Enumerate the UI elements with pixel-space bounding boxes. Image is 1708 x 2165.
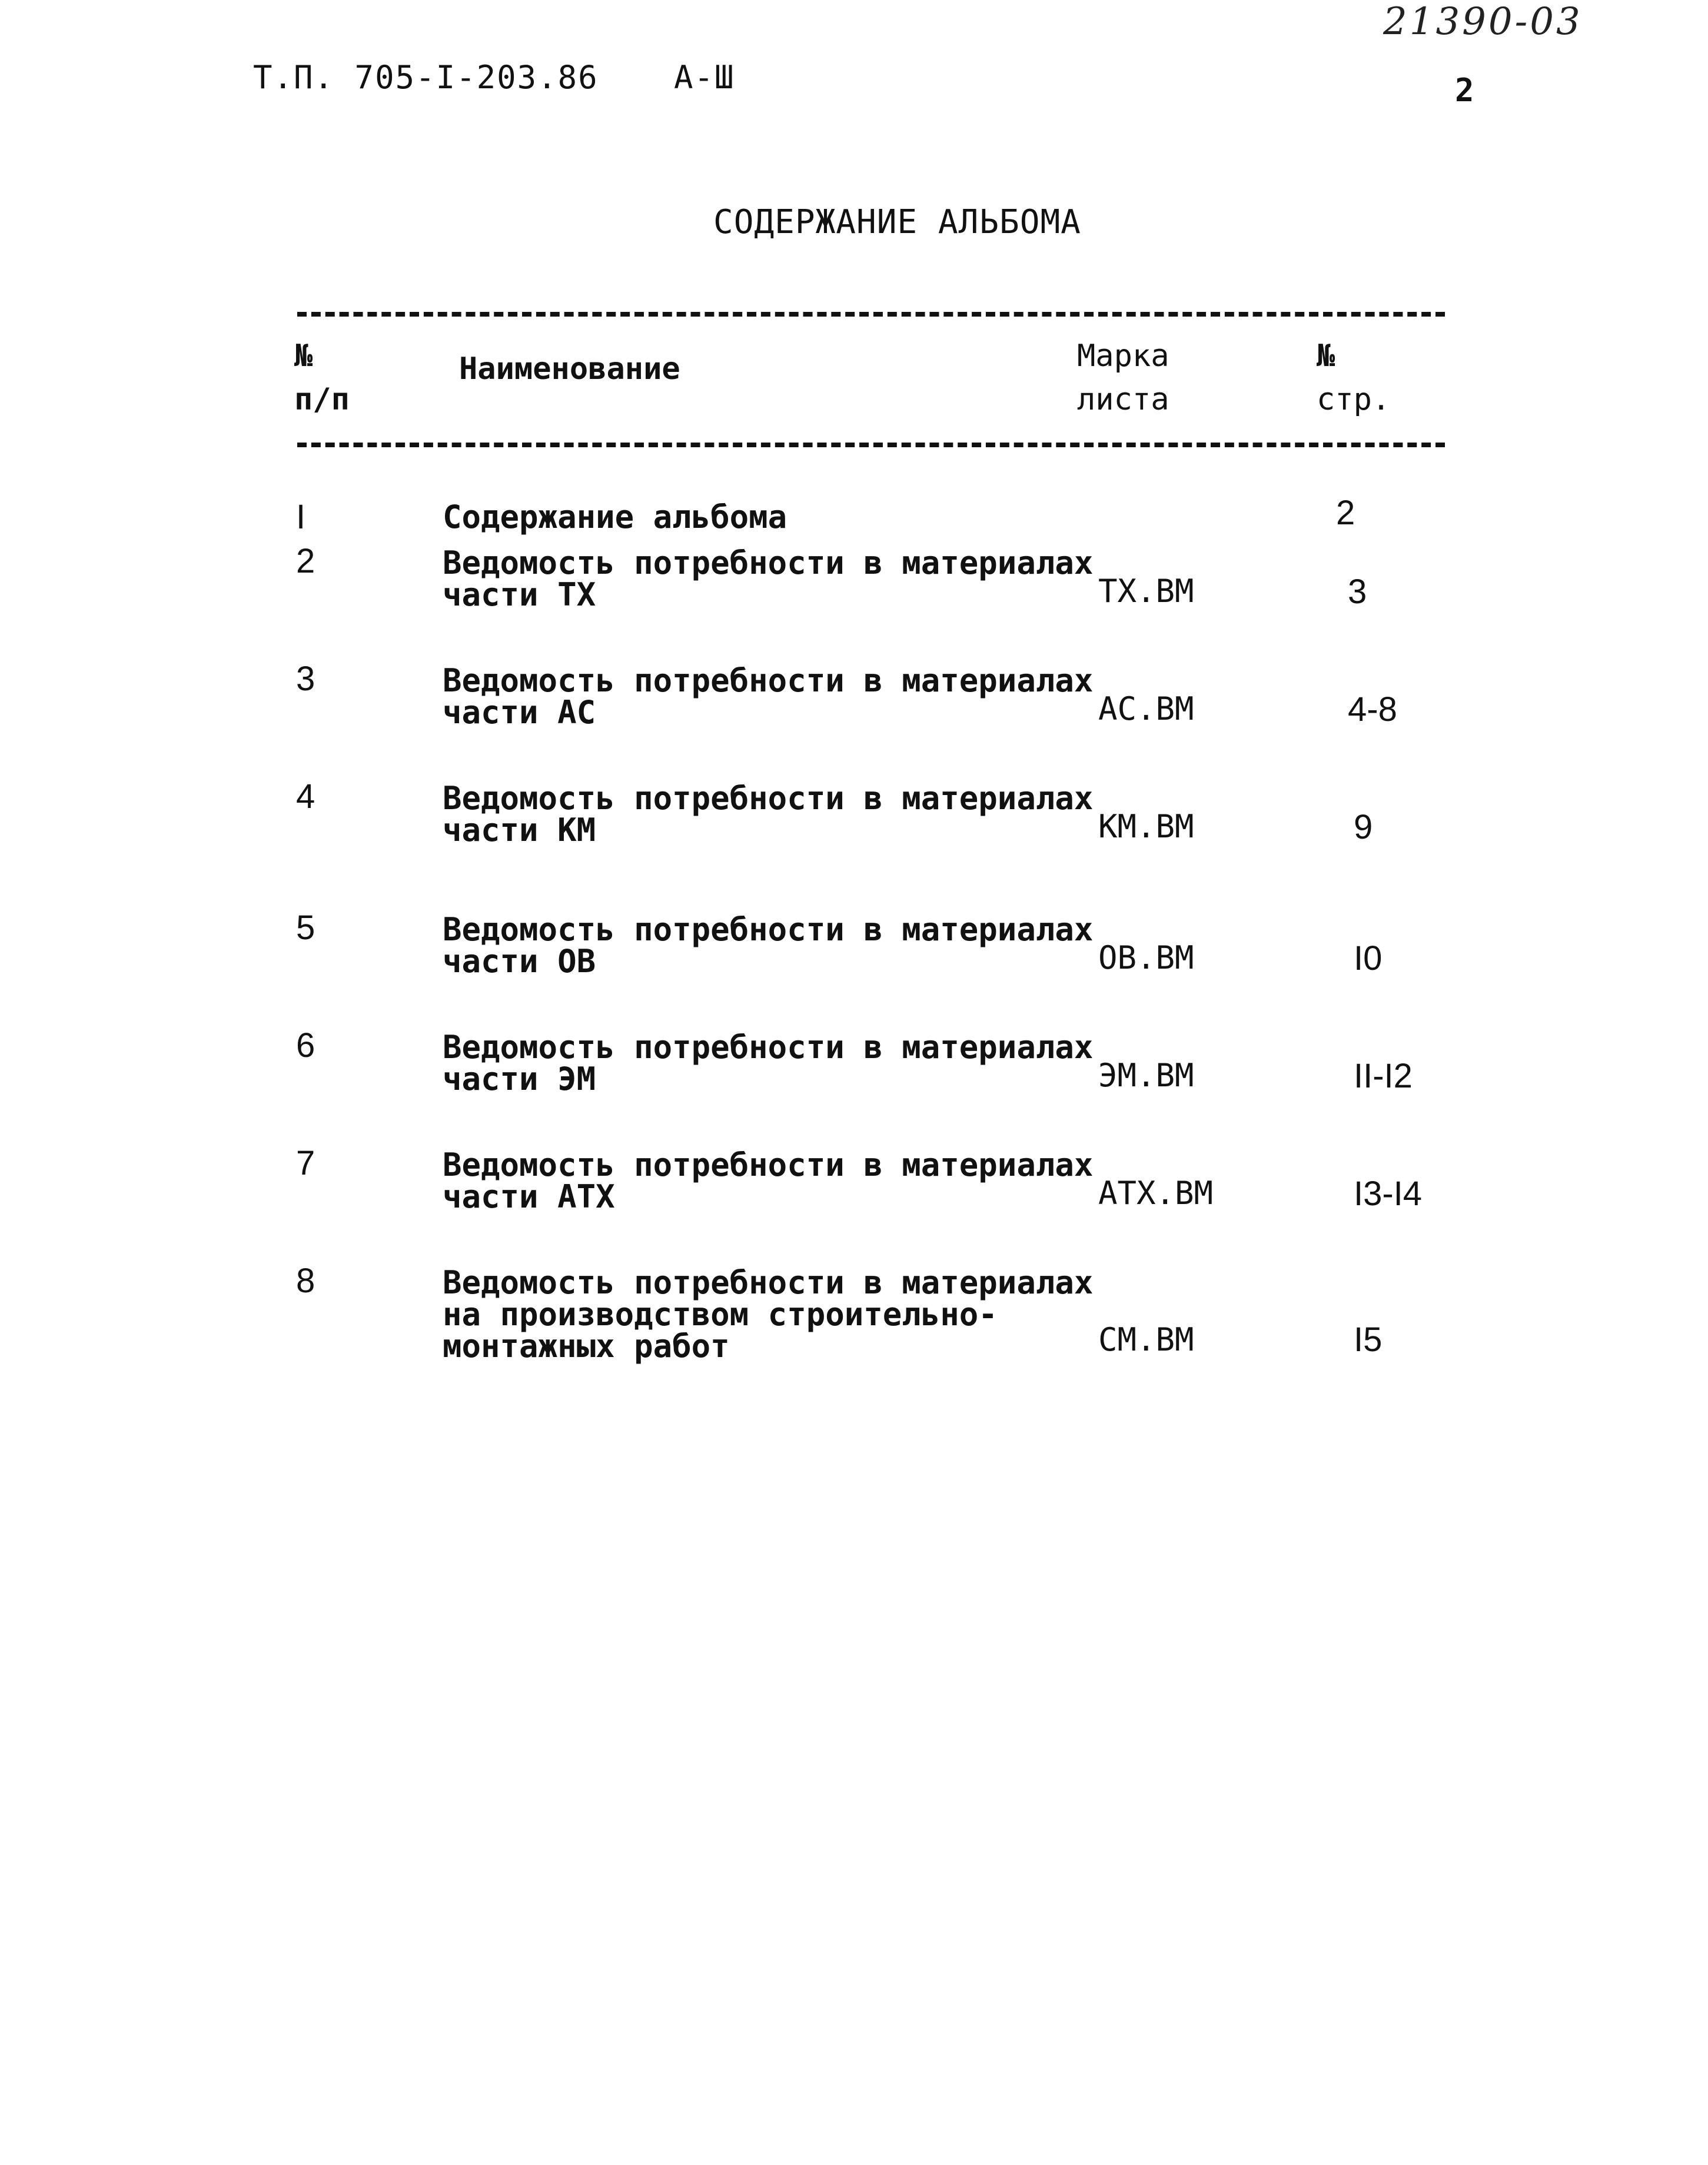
col-header-page-line2: стр.	[1317, 382, 1391, 417]
row-name-line: Ведомость потребности в материалах	[443, 780, 1094, 817]
col-header-page: № стр.	[1317, 334, 1390, 421]
row-name: Ведомость потребности в материалах части…	[443, 1149, 1093, 1213]
row-mark: ТХ.ВМ	[1098, 573, 1194, 610]
row-page: I3-I4	[1354, 1175, 1423, 1213]
row-page: 3	[1348, 573, 1367, 611]
row-mark: ЭМ.ВМ	[1098, 1057, 1194, 1094]
header-bottom-rule	[297, 443, 1445, 447]
row-number: I	[296, 498, 306, 536]
row-mark: СМ.ВМ	[1098, 1321, 1194, 1358]
row-name-line: Ведомость потребности в материалах	[443, 1029, 1094, 1066]
archive-number: 21390-03	[1383, 0, 1583, 44]
doc-code: Т.П. 705-I-203.86	[253, 59, 599, 96]
col-header-name: Наименование	[459, 351, 680, 387]
row-name: Ведомость потребности в материалах части…	[443, 1032, 1093, 1095]
row-name: Содержание альбома	[443, 501, 787, 533]
row-name: Ведомость потребности в материалах части…	[443, 914, 1093, 977]
row-name-line: Ведомость потребности в материалах	[443, 911, 1094, 948]
row-number: 3	[296, 660, 315, 698]
row-mark: ОВ.ВМ	[1098, 939, 1194, 976]
row-name-line: Содержание альбома	[443, 498, 787, 536]
row-page: 4-8	[1348, 690, 1397, 729]
row-name: Ведомость потребности в материалах части…	[443, 783, 1093, 846]
header-top-rule	[297, 312, 1445, 317]
row-number: 2	[296, 542, 315, 580]
row-number: 7	[296, 1144, 315, 1182]
page-number: 2	[1455, 72, 1476, 109]
col-header-mark-line1: Марка	[1077, 338, 1169, 374]
row-page: 2	[1336, 494, 1355, 532]
row-number: 6	[296, 1026, 315, 1065]
row-mark: КМ.ВМ	[1098, 808, 1194, 845]
row-name: Ведомость потребности в материалах части…	[443, 665, 1093, 729]
row-name-line: части ОВ	[443, 943, 596, 980]
col-header-no-line1: №	[294, 338, 313, 374]
col-header-page-line1: №	[1317, 338, 1335, 374]
row-page: II-I2	[1354, 1057, 1413, 1095]
row-name-line: на производством строительно-	[443, 1296, 998, 1333]
row-mark: АТХ.ВМ	[1098, 1175, 1214, 1212]
row-name-line: Ведомость потребности в материалах	[443, 662, 1094, 699]
row-page: 9	[1354, 808, 1373, 846]
row-name: Ведомость потребности в материалах на пр…	[443, 1267, 1093, 1362]
row-mark: АС.ВМ	[1098, 690, 1194, 727]
row-name-line: Ведомость потребности в материалах	[443, 1146, 1094, 1183]
row-page: I0	[1354, 939, 1383, 977]
row-name-line: части ТХ	[443, 576, 596, 613]
row-name-line: части АС	[443, 694, 596, 731]
row-number: 5	[296, 909, 315, 947]
row-number: 4	[296, 777, 315, 816]
row-name: Ведомость потребности в материалах части…	[443, 547, 1093, 611]
row-number: 8	[296, 1262, 315, 1300]
page-title: СОДЕРЖАНИЕ АЛЬБОМА	[713, 203, 1081, 241]
col-header-mark: Марка листа	[1077, 334, 1169, 421]
row-page: I5	[1354, 1321, 1383, 1359]
row-name-line: Ведомость потребности в материалах	[443, 1264, 1094, 1301]
row-name-line: монтажных работ	[443, 1328, 730, 1365]
row-name-line: части КМ	[443, 812, 596, 849]
col-header-no-line2: п/п	[294, 382, 350, 417]
col-header-no: № п/п	[294, 334, 350, 421]
row-name-line: части ЭМ	[443, 1060, 596, 1098]
col-header-mark-line2: листа	[1077, 382, 1169, 417]
row-name-line: Ведомость потребности в материалах	[443, 544, 1094, 581]
album-code: А-Ш	[674, 59, 735, 96]
row-name-line: части АТХ	[443, 1178, 615, 1215]
